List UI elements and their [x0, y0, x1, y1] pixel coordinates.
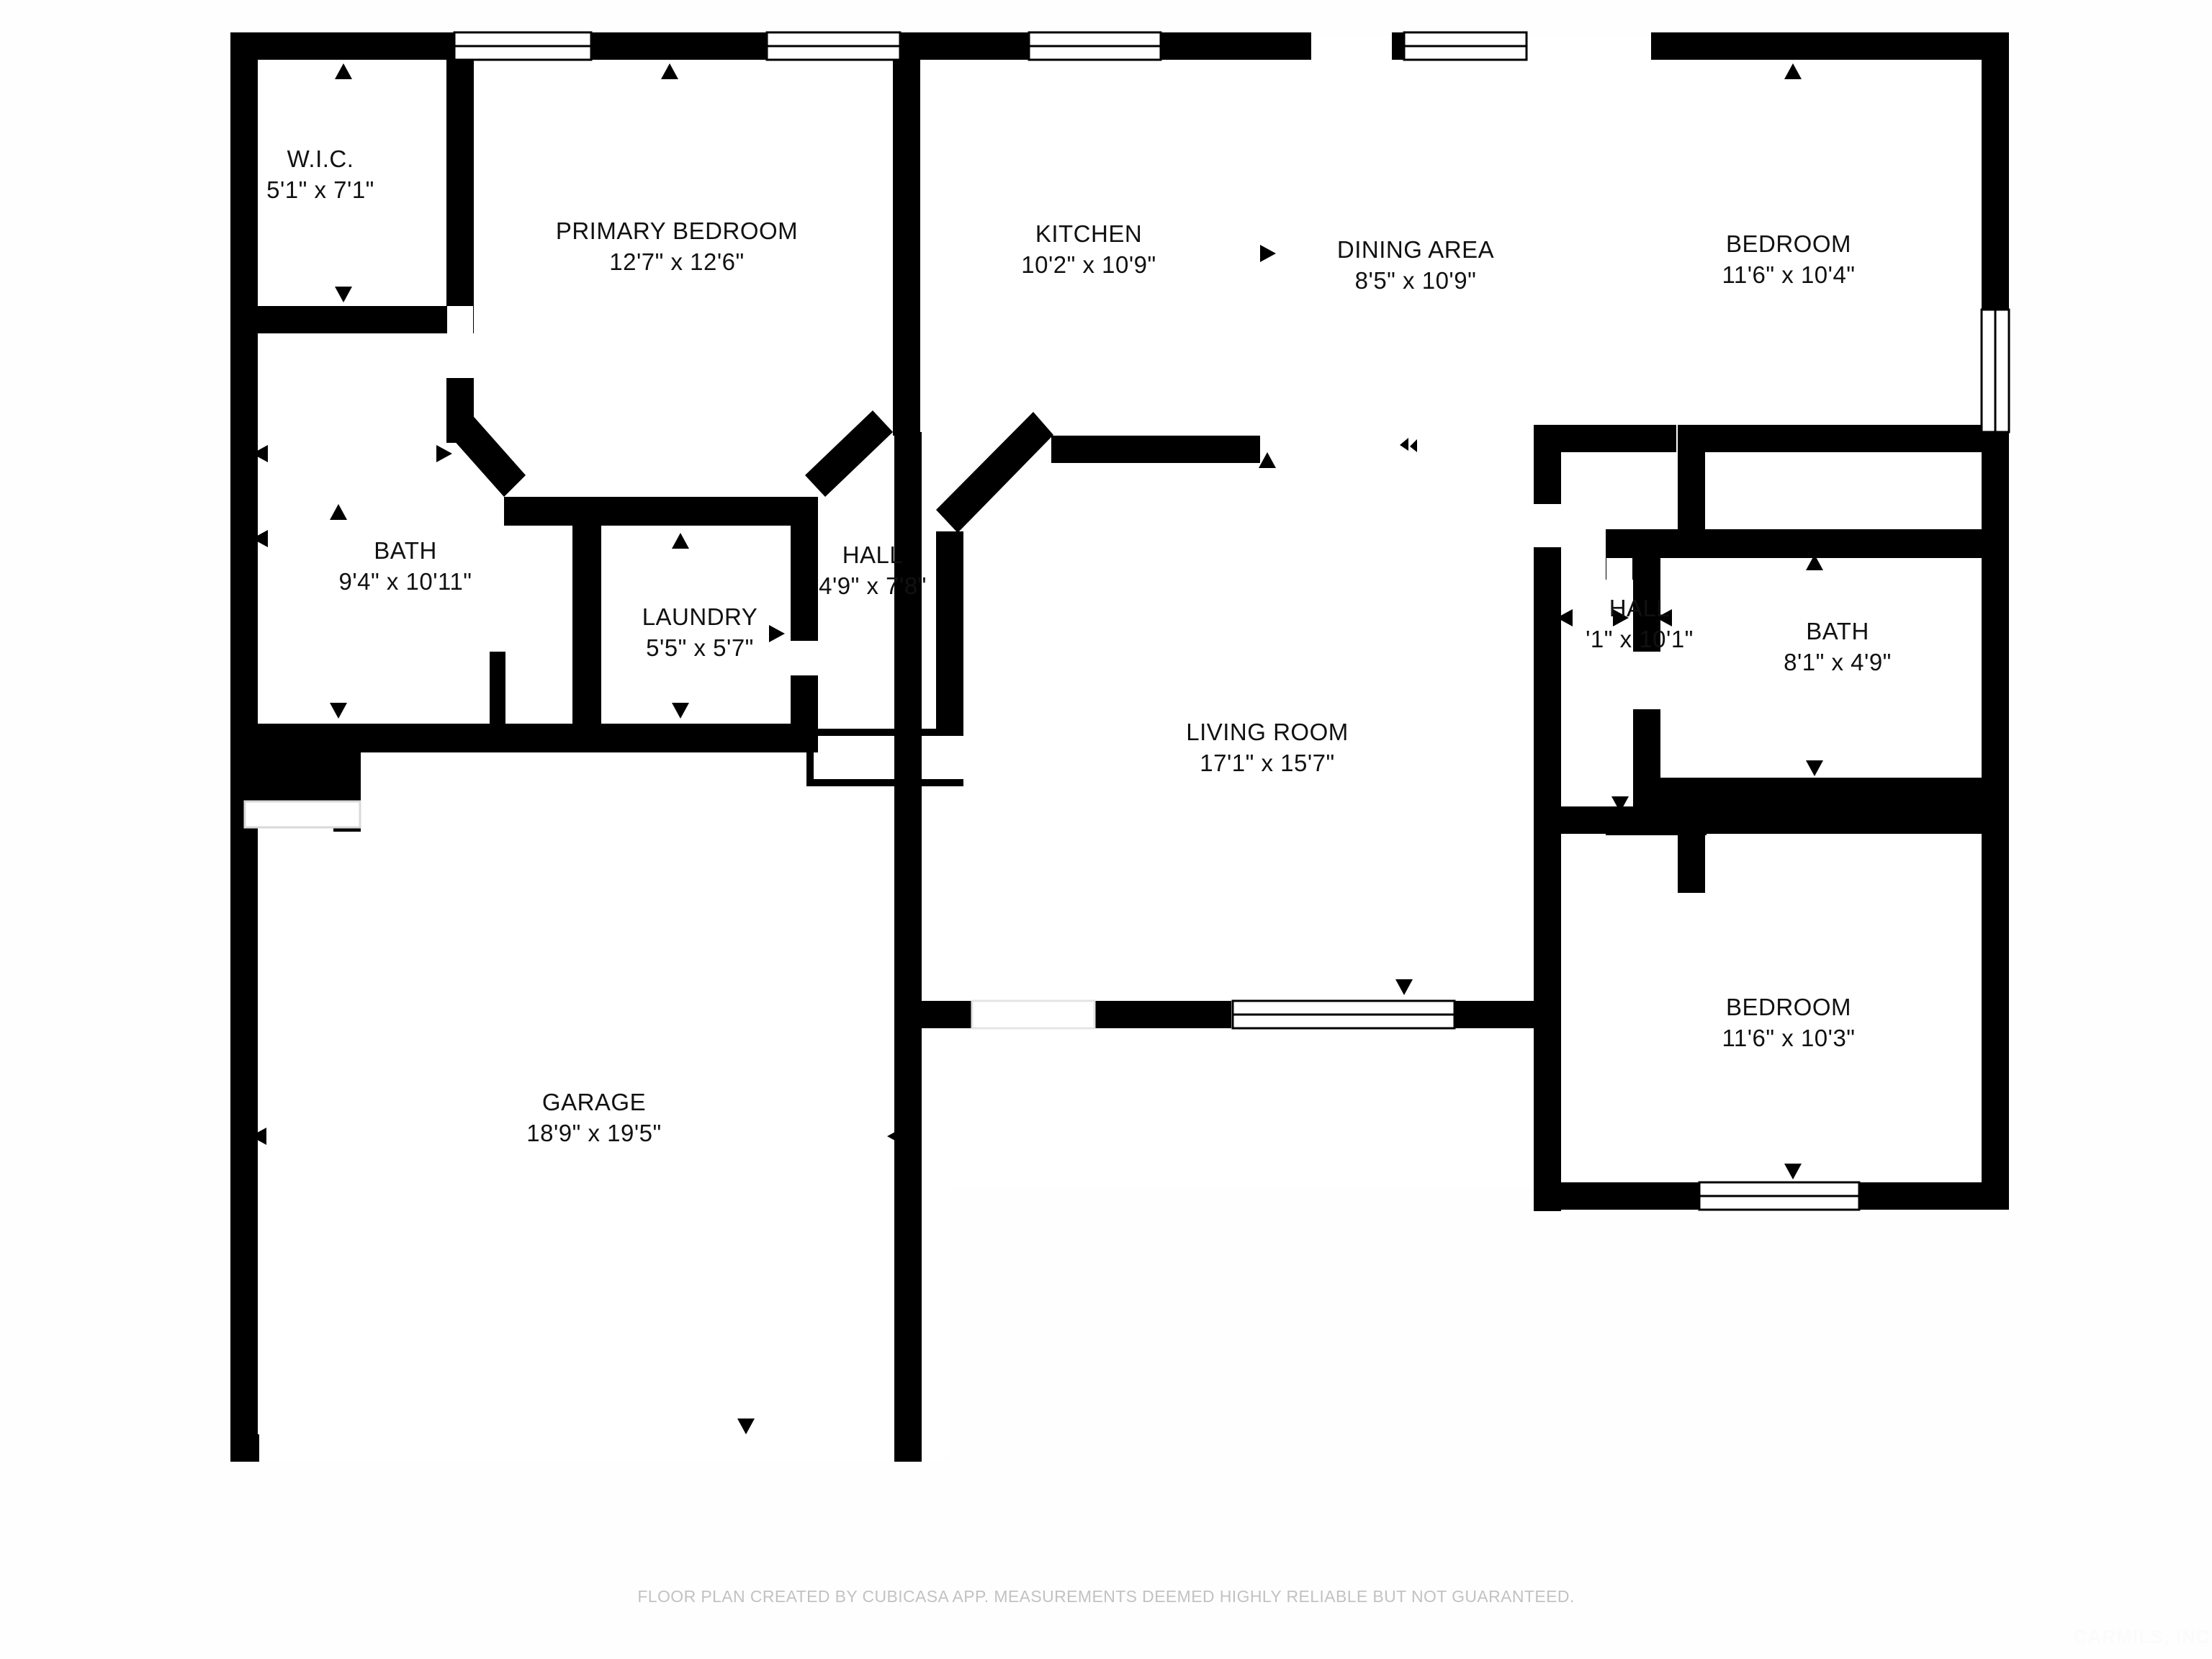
room-name: PRIMARY BEDROOM	[555, 217, 799, 244]
room-dimensions: 5'5" x 5'7"	[646, 634, 754, 661]
window-garage-left	[243, 800, 361, 829]
window-primary-top	[765, 31, 902, 61]
room-dimensions: 8'5" x 10'9"	[1354, 266, 1477, 294]
room-label-kitchen: KITCHEN 10'2" x 10'9"	[1021, 219, 1156, 281]
window-bedroom-lower-bottom	[1698, 1181, 1861, 1211]
window-wic-top	[453, 31, 593, 61]
room-dimensions: 4'9" x 7'8"	[819, 572, 927, 599]
room-dimensions: 17'1" x 15'7"	[1200, 749, 1335, 776]
room-label-bedroom-lower: BEDROOM 11'6" x 10'3"	[1722, 992, 1855, 1054]
room-dimensions: '1" x 10'1"	[1586, 625, 1694, 652]
room-name: GARAGE	[541, 1089, 647, 1115]
room-name: BEDROOM	[1725, 994, 1852, 1020]
room-name: KITCHEN	[1035, 220, 1143, 247]
room-name: HALL	[1609, 595, 1671, 621]
room-name: HALL	[842, 541, 904, 568]
room-name: LIVING ROOM	[1186, 719, 1349, 745]
room-dimensions: 12'7" x 12'6"	[609, 248, 745, 275]
room-name: BEDROOM	[1725, 230, 1852, 257]
room-name: DINING AREA	[1336, 236, 1495, 263]
window-kitchen-top	[1028, 31, 1162, 61]
room-dimensions: 18'9" x 19'5"	[526, 1119, 662, 1146]
room-name: W.I.C.	[287, 145, 354, 172]
floor-fills	[230, 36, 2009, 1462]
window-bedroom-upper-right	[1980, 308, 2010, 433]
room-label-bath-secondary: BATH 8'1" x 4'9"	[1784, 616, 1892, 678]
room-dimensions: 11'6" x 10'4"	[1722, 261, 1856, 288]
room-label-primary-bedroom: PRIMARY BEDROOM 12'7" x 12'6"	[556, 216, 798, 278]
room-label-laundry: LAUNDRY 5'5" x 5'7"	[642, 602, 758, 664]
door-openings	[447, 306, 1660, 1044]
room-dimensions: 8'1" x 4'9"	[1784, 648, 1892, 675]
room-name: BATH	[374, 537, 437, 564]
room-label-living-room: LIVING ROOM 17'1" x 15'7"	[1186, 717, 1349, 779]
room-name: BATH	[1806, 618, 1869, 644]
room-label-wic: W.I.C. 5'1" x 7'1"	[266, 144, 374, 206]
room-label-bath-primary: BATH 9'4" x 10'11"	[338, 536, 472, 598]
window-bedroom-upper-top	[1403, 31, 1528, 61]
room-label-bedroom-upper: BEDROOM 11'6" x 10'4"	[1722, 229, 1855, 291]
room-dimensions: 10'2" x 10'9"	[1021, 251, 1156, 278]
door-opening-living-room	[971, 999, 1096, 1030]
room-label-hall-right: HALL '1" x 10'1"	[1586, 593, 1694, 655]
room-label-garage: GARAGE 18'9" x 19'5"	[526, 1087, 661, 1149]
room-name: LAUNDRY	[642, 603, 758, 630]
room-dimensions: 9'4" x 10'11"	[338, 567, 472, 595]
room-dimensions: 5'1" x 7'1"	[266, 176, 374, 203]
room-label-dining-area: DINING AREA 8'5" x 10'9"	[1337, 235, 1494, 297]
watermark: CARMILS, INC	[2074, 1626, 2211, 1647]
footer-disclaimer: FLOOR PLAN CREATED BY CUBICASA APP. MEAS…	[637, 1587, 1575, 1606]
room-dimensions: 11'6" x 10'3"	[1722, 1024, 1856, 1051]
dimension-markers	[251, 63, 2003, 1434]
window-living-room-south	[1231, 999, 1456, 1030]
room-label-hall-left: HALL 4'9" x 7'8"	[819, 540, 927, 602]
windows	[243, 31, 2010, 1211]
